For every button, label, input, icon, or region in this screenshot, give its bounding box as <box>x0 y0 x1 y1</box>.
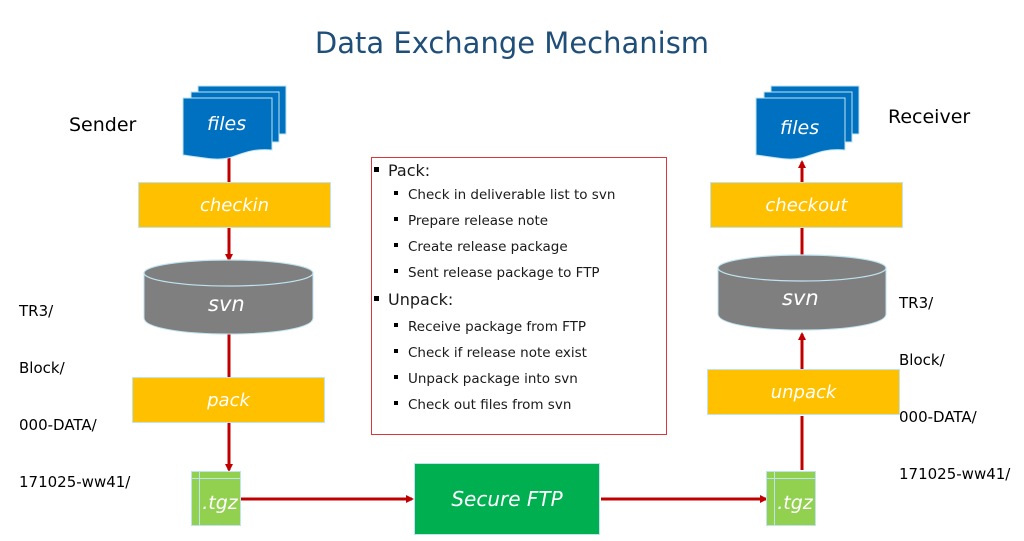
receiver-files-label: files <box>780 117 820 139</box>
pack-label: pack <box>207 389 250 411</box>
sender-files-icon <box>182 85 287 160</box>
pack-step-item: Prepare release note <box>394 213 548 229</box>
sender-files-label: files <box>207 113 247 135</box>
receiver-tgz-archive: .tgz <box>766 471 816 526</box>
sender-path-segment: Block/ <box>19 359 65 377</box>
checkin-label: checkin <box>199 194 270 216</box>
sender-svn-label: svn <box>208 292 245 316</box>
receiver-path-segment: TR3/ <box>899 294 934 312</box>
receiver-files-icon <box>755 85 860 160</box>
checkout-step: checkout <box>710 182 903 228</box>
secure-ftp-label: Secure FTP <box>451 487 563 511</box>
unpack-label: unpack <box>770 381 837 403</box>
unpack-step-item: Check if release note exist <box>394 345 587 361</box>
pack-heading: Pack: <box>374 161 430 180</box>
pack-step-item: Create release package <box>394 239 568 255</box>
pack-step-item: Sent release package to FTP <box>394 265 600 281</box>
sender-tgz-archive: .tgz <box>191 471 241 526</box>
sender-path-segment: 171025-ww41/ <box>19 473 131 491</box>
receiver-tgz-label: .tgz <box>777 491 813 514</box>
receiver-svn-path: TR3/ Block/ 000-DATA/ 171025-ww41/ <box>899 256 1010 503</box>
receiver-label: Receiver <box>888 106 971 128</box>
sender-svn-path: TR3/ Block/ 000-DATA/ 171025-ww41/ <box>19 264 130 511</box>
unpack-step-item: Check out files from svn <box>394 397 571 413</box>
unpack-heading: Unpack: <box>374 290 453 309</box>
pack-step-item: Check in deliverable list to svn <box>394 187 615 203</box>
unpack-step-item: Receive package from FTP <box>394 319 586 335</box>
unpack-step: unpack <box>707 369 900 415</box>
receiver-path-segment: 000-DATA/ <box>899 408 977 426</box>
sender-label: Sender <box>69 114 137 136</box>
receiver-path-segment: Block/ <box>899 351 945 369</box>
receiver-svn-label: svn <box>782 286 819 310</box>
receiver-svn-cylinder <box>717 254 887 331</box>
sender-path-segment: TR3/ <box>19 302 54 320</box>
page-title: Data Exchange Mechanism <box>314 26 710 60</box>
sender-tgz-label: .tgz <box>202 491 238 514</box>
sender-path-segment: 000-DATA/ <box>19 416 97 434</box>
unpack-step-item: Unpack package into svn <box>394 371 578 387</box>
receiver-path-segment: 171025-ww41/ <box>899 465 1011 483</box>
checkout-label: checkout <box>765 194 848 216</box>
sender-svn-cylinder <box>143 259 314 335</box>
process-steps-box: Pack: Check in deliverable list to svn P… <box>371 157 667 435</box>
checkin-step: checkin <box>138 182 331 228</box>
secure-ftp-server: Secure FTP <box>414 463 600 535</box>
pack-step: pack <box>132 377 325 423</box>
